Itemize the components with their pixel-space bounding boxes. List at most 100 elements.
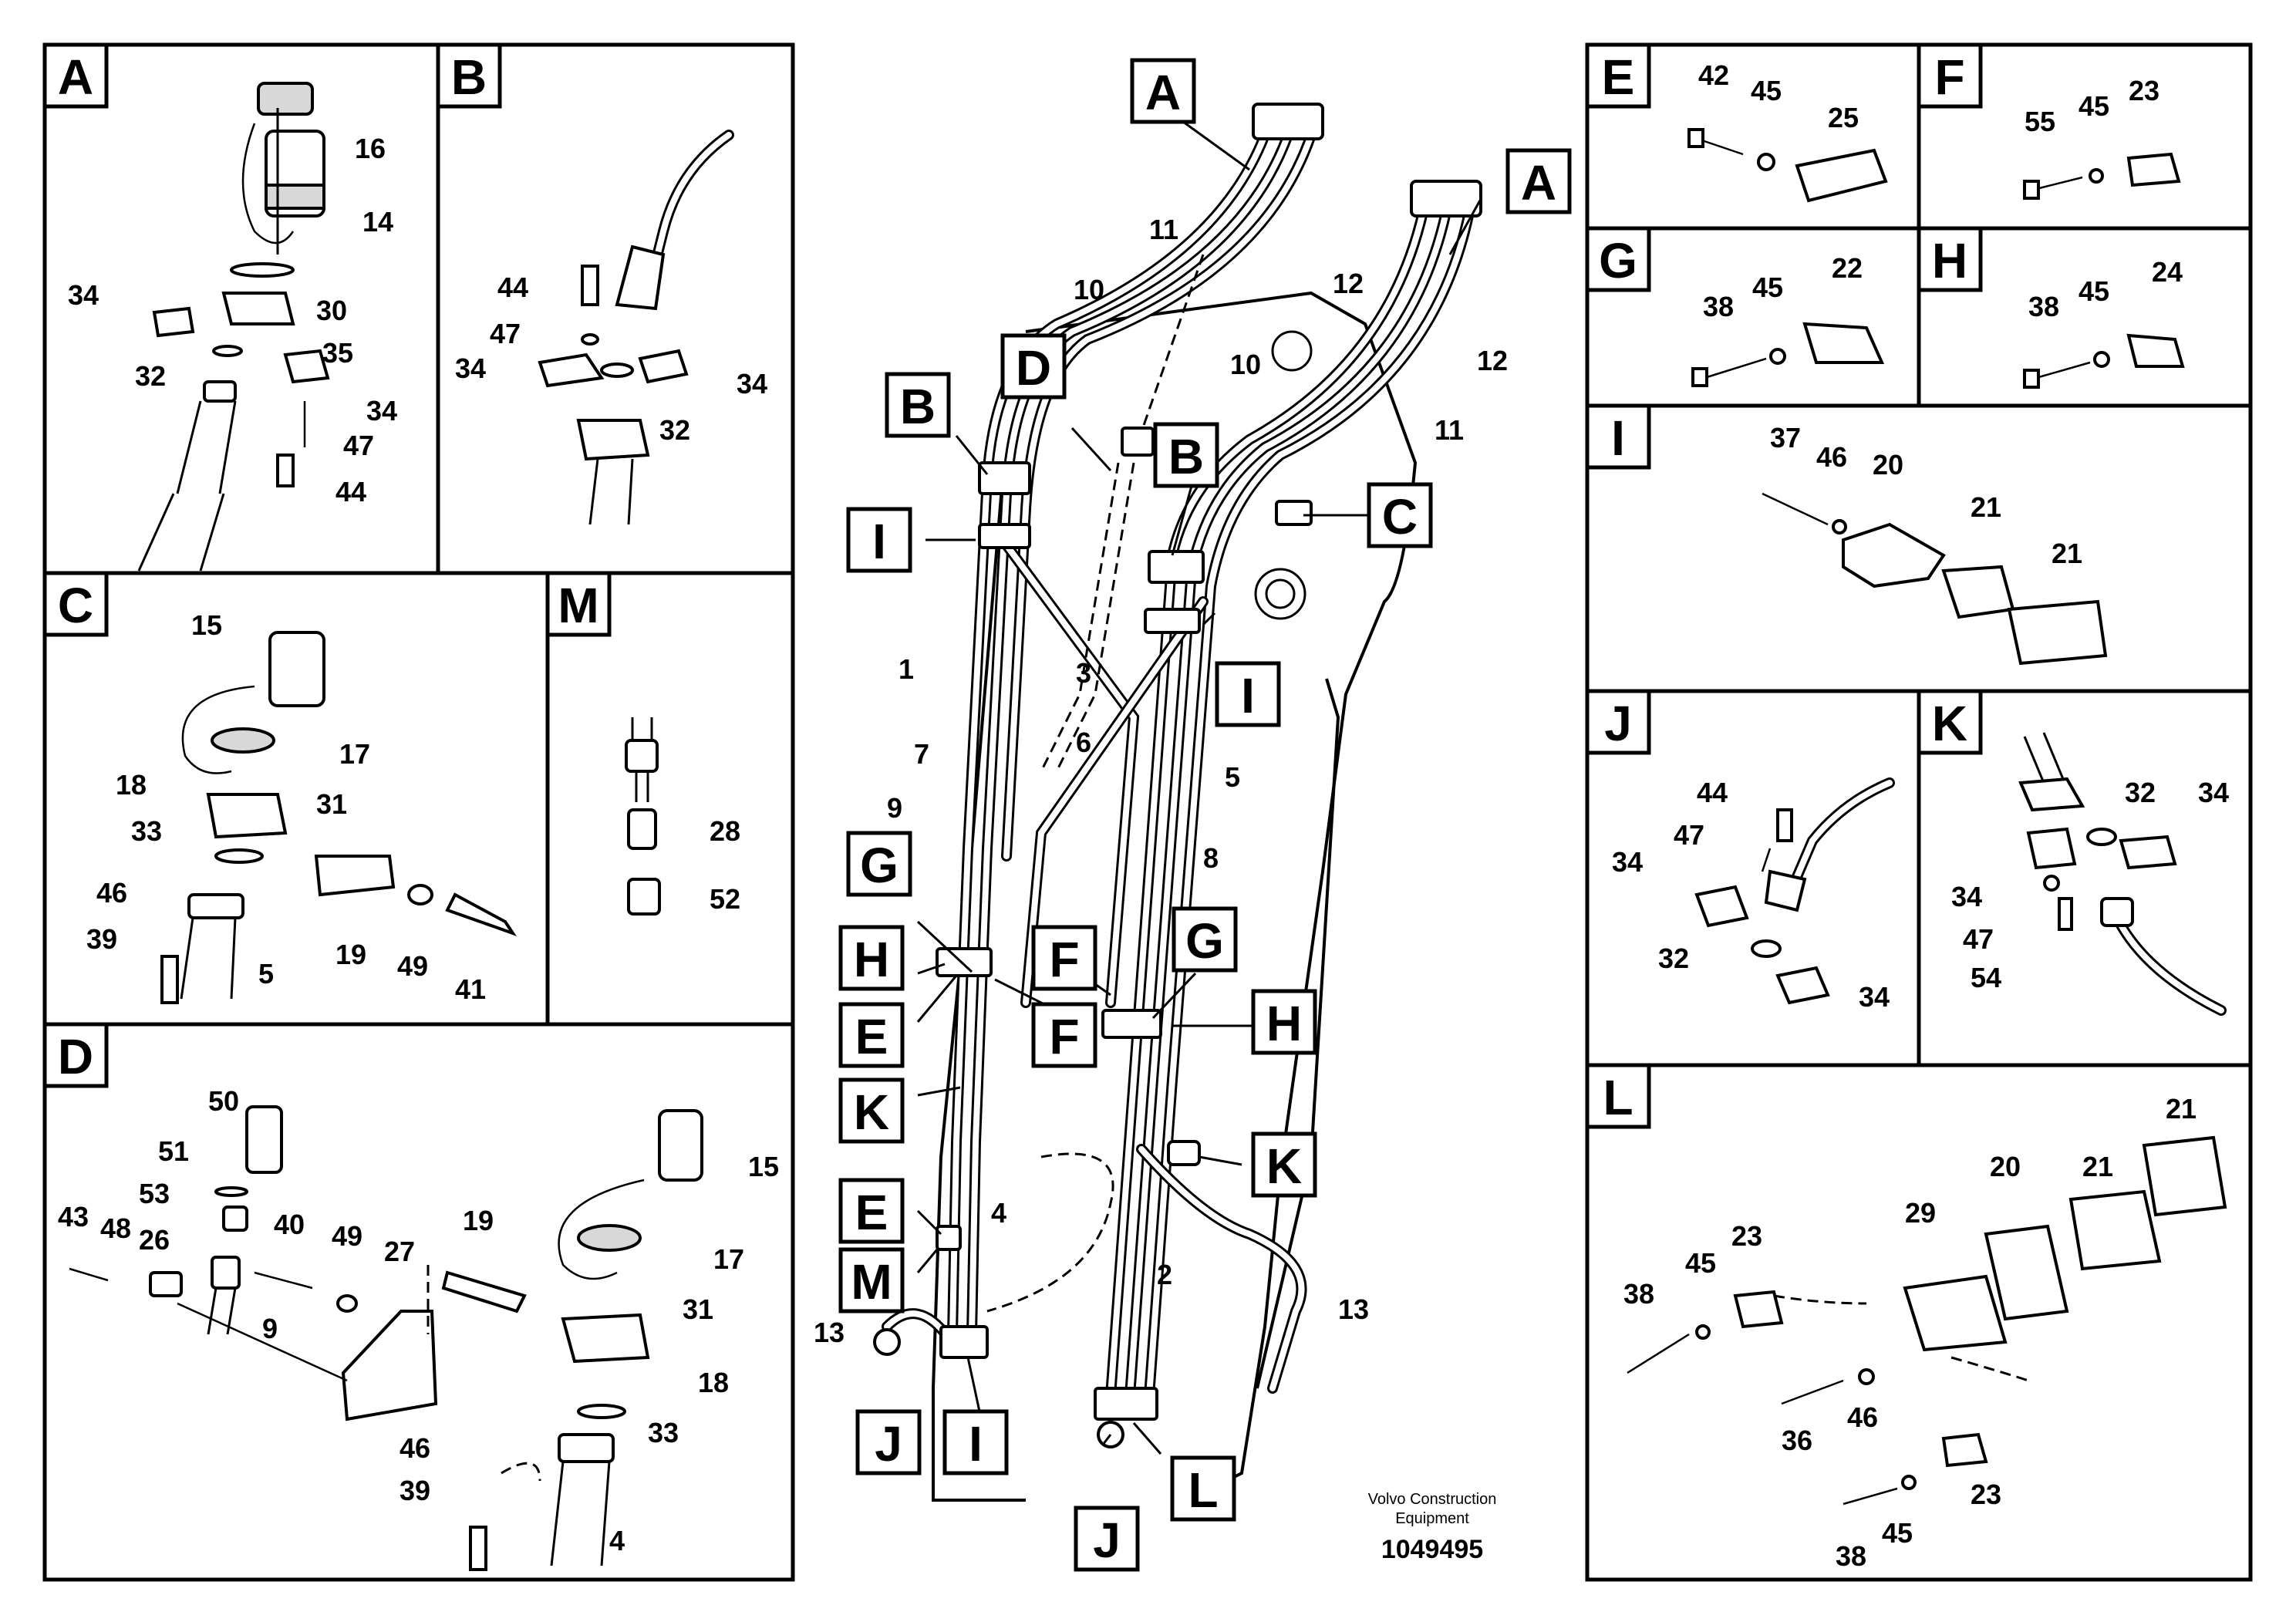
panel-C: C 15 17 31 18 33 46 39 5 19 49 41: [42, 571, 550, 1027]
callout-label: 11: [1149, 214, 1178, 245]
callout: 32: [135, 360, 166, 392]
callout-label: 21: [2052, 538, 2082, 569]
callout-label: 2: [1157, 1259, 1172, 1290]
callout-label: 37: [1770, 422, 1801, 454]
callout-label: A: [1521, 155, 1556, 211]
callout-label: 25: [1828, 102, 1859, 133]
callout: 31: [683, 1293, 713, 1325]
callout: 9: [262, 1313, 278, 1344]
callout-label: H: [854, 932, 889, 987]
callout: 30: [316, 295, 347, 326]
callout-label: 4: [991, 1197, 1006, 1229]
callout: 19: [335, 939, 366, 970]
callout: 47: [490, 318, 521, 349]
callout: 44: [335, 476, 366, 508]
panel-K: K 32 34 34 47 54: [1917, 689, 2253, 1067]
callout-label: J: [1604, 696, 1632, 751]
callout-label: 45: [2079, 90, 2109, 122]
callout-label: 5: [1225, 761, 1240, 793]
callout: 40: [274, 1209, 305, 1240]
callout-label: B: [900, 379, 936, 434]
callout: 17: [713, 1243, 744, 1275]
callout: 28: [710, 815, 740, 847]
callout-label: 13: [1338, 1293, 1369, 1325]
callout-label: 10: [1074, 274, 1104, 305]
callout-label: 21: [2166, 1093, 2197, 1125]
callout: 49: [397, 950, 428, 982]
callout: 34: [737, 368, 767, 400]
callout: 5: [258, 958, 274, 990]
callout-label: 42: [1698, 59, 1729, 91]
callout-label: H: [1932, 233, 1967, 288]
callout-label: G: [860, 838, 899, 893]
callout: 15: [191, 609, 222, 641]
callout-label: D: [1016, 340, 1051, 396]
callout-label: I: [1611, 410, 1625, 466]
callout-label: 21: [1971, 491, 2001, 523]
callout: 43: [58, 1201, 89, 1233]
callout-label: 23: [2129, 75, 2159, 106]
panel-B: B 44 47 34 32 34: [436, 42, 795, 575]
doc-number: 1049495: [1381, 1535, 1483, 1564]
callout-label: 34: [1612, 846, 1643, 878]
callout-label: J: [875, 1416, 902, 1472]
callout-label: 36: [1782, 1425, 1812, 1456]
panel-A: A 16 14 34 30 35 32 34 47 44: [42, 42, 440, 575]
panel-J: J 44 47 34 32 34: [1585, 689, 1921, 1067]
brand-line-1: Volvo Construction: [1368, 1491, 1497, 1508]
callout-label: E: [1602, 49, 1635, 105]
callout-label: 34: [1951, 881, 1982, 912]
panel-G: G 38 45 22: [1585, 226, 1921, 408]
callout-label: 47: [1674, 819, 1704, 851]
panel-letter: D: [58, 1029, 93, 1084]
callout-label: 7: [914, 738, 929, 770]
callout: 39: [400, 1475, 430, 1506]
callout-label: 38: [2028, 291, 2059, 322]
callout-label: F: [1049, 1009, 1079, 1064]
callout: 35: [322, 337, 353, 369]
callout-label: 38: [1623, 1278, 1654, 1310]
callout-label: 8: [1203, 842, 1219, 874]
callout: 53: [139, 1178, 170, 1209]
callout-label: K: [1932, 696, 1967, 751]
callout-label: 21: [2082, 1151, 2113, 1182]
callout: 46: [96, 877, 127, 909]
callout-label: K: [854, 1084, 889, 1140]
callout: 52: [710, 883, 740, 915]
callout-label: 46: [1816, 441, 1847, 473]
callout-label: E: [855, 1185, 888, 1240]
callout-label: 22: [1832, 252, 1863, 284]
callout: 14: [362, 206, 393, 238]
panel-H: H 38 45 24: [1917, 226, 2253, 408]
callout-label: 13: [814, 1317, 845, 1348]
callout: 4: [609, 1525, 625, 1556]
callout-label: 44: [1697, 777, 1728, 808]
callout: 41: [455, 973, 486, 1005]
callout-label: J: [1093, 1512, 1121, 1568]
callout-label: 45: [1752, 271, 1783, 303]
callout: 34: [455, 352, 486, 384]
callout-label: 24: [2152, 256, 2183, 288]
main-assembly: A A B D B C I I G H E F F G H K K E M J …: [814, 58, 1572, 1572]
callout-label: 3: [1076, 657, 1091, 689]
callout-label: C: [1382, 489, 1418, 545]
callout-label: 55: [2025, 106, 2055, 137]
brand-line-2: Equipment: [1395, 1510, 1469, 1527]
panel-letter: B: [451, 49, 487, 105]
callout-label: I: [1241, 668, 1255, 723]
callout-label: 32: [2125, 777, 2156, 808]
callout: 50: [208, 1085, 239, 1117]
callout-label: 45: [1751, 75, 1782, 106]
callout-label: L: [1603, 1070, 1633, 1125]
callout-label: 45: [1685, 1247, 1716, 1279]
callout: 34: [68, 279, 99, 311]
callout: 17: [339, 738, 370, 770]
panel-letter: A: [58, 49, 93, 105]
panel-D: D 50 51 53 43 48 26 40 49 27 9 19 15 1: [42, 1022, 795, 1582]
callout-label: E: [855, 1009, 888, 1064]
callout-label: 38: [1703, 291, 1734, 322]
panel-E: E 42 45 25: [1585, 42, 1921, 231]
callout-label: 12: [1477, 345, 1508, 376]
callout-label: F: [1049, 932, 1079, 987]
